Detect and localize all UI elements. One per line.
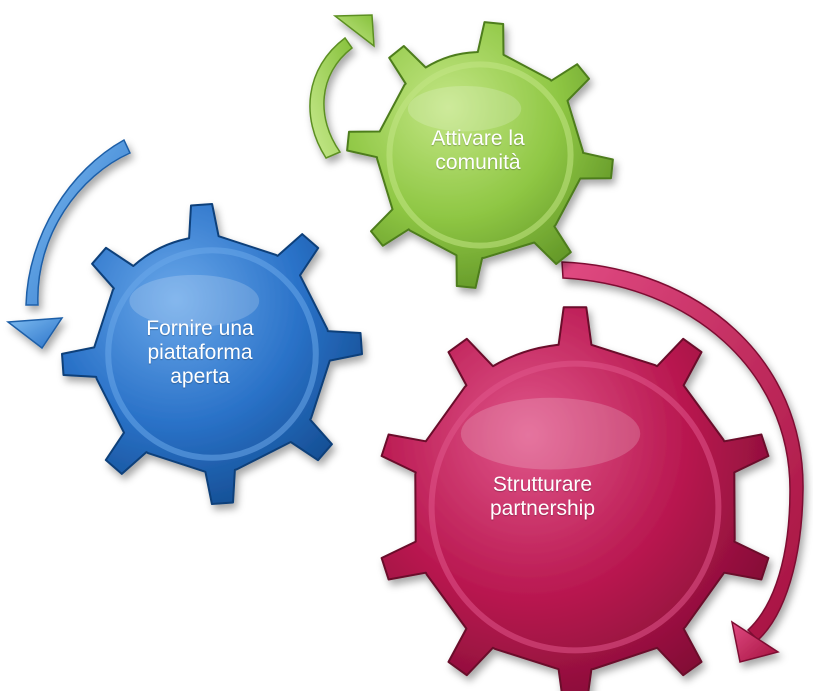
gear-green-sheen — [407, 85, 522, 132]
gear-green-highlight-ring — [386, 61, 574, 249]
gear-red-highlight-ring — [428, 360, 722, 654]
curved-arrow-blue-icon — [5, 138, 132, 350]
green-arrow-head — [332, 14, 375, 48]
blue-arrow-head — [5, 317, 64, 350]
blue-arrow-body — [25, 138, 132, 306]
gear-green — [346, 21, 614, 289]
curved-arrow-green-icon — [309, 14, 375, 159]
gear-red-sheen — [460, 397, 641, 470]
green-arrow-body — [309, 36, 354, 159]
red-arrow-head — [730, 620, 780, 663]
gear-blue-highlight-ring — [105, 247, 319, 461]
gear-blue — [61, 203, 363, 505]
gear-green-body — [346, 21, 614, 289]
gear-blue-sheen — [129, 274, 260, 327]
gear-red — [380, 306, 770, 691]
curved-arrow-red-icon — [561, 261, 804, 663]
